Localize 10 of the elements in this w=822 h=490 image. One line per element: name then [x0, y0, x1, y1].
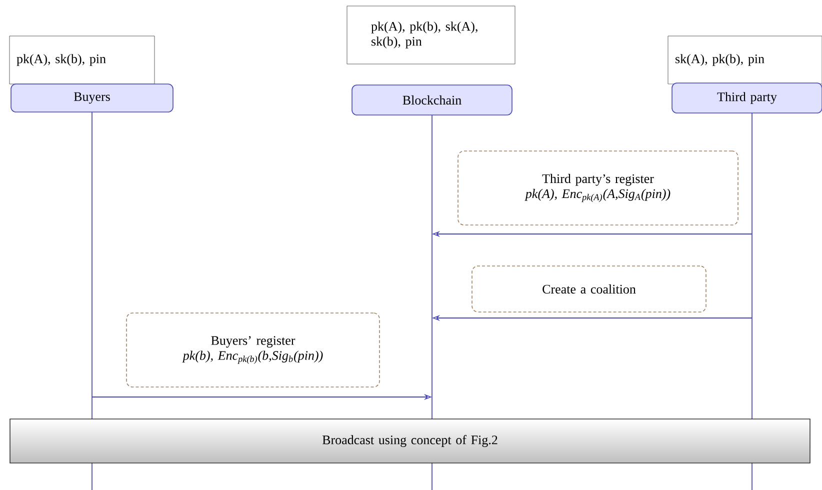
broadcast-bar: Broadcast using concept of Fig.2 — [10, 418, 810, 464]
participant-box: Blockchain — [352, 84, 512, 116]
participant-box: Third party — [672, 82, 822, 114]
participant-box: Buyers — [10, 84, 174, 112]
key-box: pk(A), pk(b), sk(A), sk(b), pin — [346, 6, 516, 64]
key-box: sk(A), pk(b), pin — [668, 36, 822, 84]
message-box: Create a coalition — [472, 266, 706, 312]
message-box: Third party’s register pk(A), Enc$_{pk(A)}$(A,Sig$_{A}$(pin)) — [458, 150, 738, 226]
key-box: pk(A), sk(b), pin — [9, 36, 155, 84]
message-box: Buyers’ register pk(b), Enc$_{pk(b)}$(b,Sig$_{b}$(pin)) — [126, 312, 380, 388]
